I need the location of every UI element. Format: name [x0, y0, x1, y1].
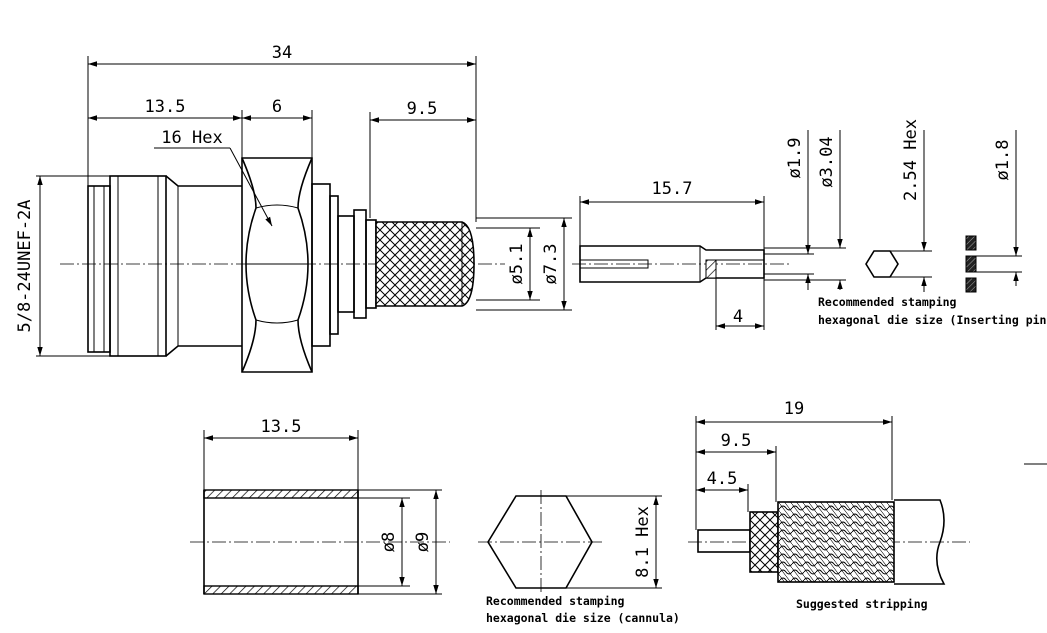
dim-pin-hex: 2.54 Hex — [901, 119, 921, 201]
stripping-note: Suggested stripping — [796, 597, 928, 611]
dim-pin-length: 15.7 — [652, 179, 693, 199]
dim-ferrule-inner-dia: ø5.1 — [507, 244, 527, 285]
dim-pin-dia-1: ø1.9 — [785, 138, 805, 179]
dim-cannula-hex: 8.1 Hex — [633, 506, 653, 578]
cannula-hex-view: 8.1 Hex Recommended stamping hexagonal d… — [478, 490, 680, 625]
label-hex-16: 16 Hex — [161, 128, 222, 148]
dim-strip-braid: 9.5 — [721, 431, 752, 451]
dim-ferrule-outer-dia: ø7.3 — [541, 244, 561, 285]
dim-strip-total: 19 — [784, 399, 804, 419]
cannula-note-line1: Recommended stamping — [486, 594, 625, 608]
pin-note-line2: hexagonal die size (Inserting pin) — [818, 313, 1047, 327]
dim-cannula-outer-dia: ø9 — [413, 532, 433, 552]
dim-strip-dielectric: 4.5 — [707, 469, 738, 489]
cannula-note-line2: hexagonal die size (cannula) — [486, 611, 680, 625]
dim-cannula-inner-dia: ø8 — [379, 532, 399, 552]
dim-cannula-length: 13.5 — [261, 417, 302, 437]
dim-pin-tip-length: 4 — [733, 307, 743, 327]
cannula-view: 13.5 ø8 ø9 — [190, 417, 450, 595]
stripping-view: 19 9.5 4.5 Suggested stripping — [688, 399, 1047, 611]
connector-view: 34 13.5 6 9.5 16 Hex 5/8-24UNEF-2A ø5.1 … — [15, 43, 572, 373]
label-thread: 5/8-24UNEF-2A — [15, 199, 35, 332]
dim-hex-width: 6 — [272, 97, 282, 117]
dim-ferrule-length: 9.5 — [407, 99, 438, 119]
contact-pin-view: 15.7 4 ø1.9 ø3.04 2.54 Hex ø1.8 Rec — [572, 119, 1047, 330]
dim-pin-dia-2: ø3.04 — [817, 136, 837, 187]
dim-pin-dia-3: ø1.8 — [993, 140, 1013, 181]
dim-overall-length: 34 — [272, 43, 292, 63]
dim-body-length: 13.5 — [145, 97, 186, 117]
pin-note-line1: Recommended stamping — [818, 295, 957, 309]
